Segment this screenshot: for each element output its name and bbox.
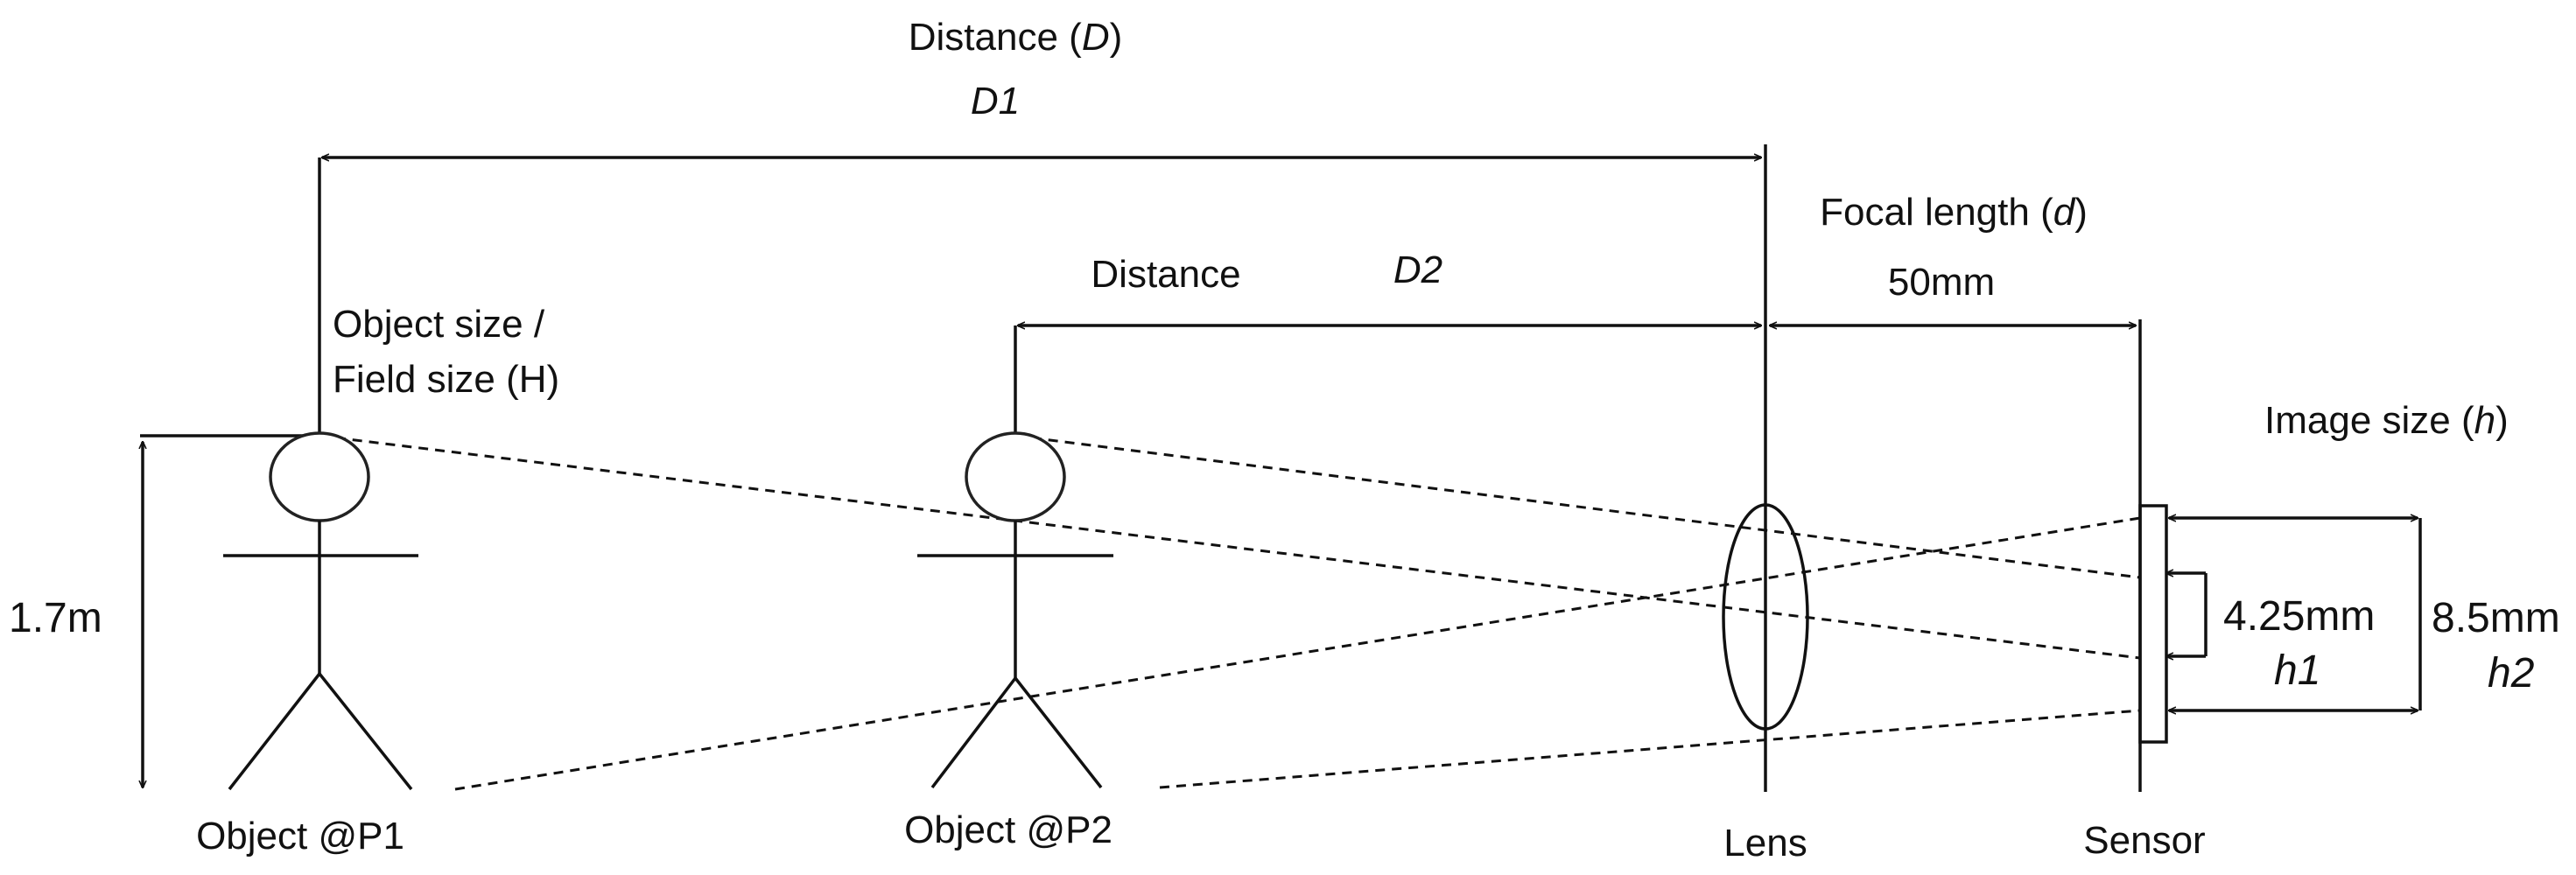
p2-left-leg [930, 676, 1017, 789]
object-p1-stick-figure [223, 431, 418, 791]
lens-label: Lens [1723, 822, 1807, 864]
ray-p1-top-to-sensor [319, 434, 2141, 660]
lens-ellipse [1722, 503, 1809, 731]
object-p1-label: Object @P1 [196, 815, 404, 858]
p2-right-leg [1014, 676, 1103, 789]
distance-label: Distance [1091, 253, 1240, 296]
height-value: 1.7m [9, 595, 102, 641]
h1-value: 4.25mm [2223, 593, 2375, 640]
focal-length-value: 50mm [1888, 261, 1995, 304]
ray-p2-top-to-sensor [1014, 434, 2141, 579]
ray-p1-bottom-to-sensor [454, 516, 2141, 791]
focal-length-label: Focal length (d) [1820, 191, 2088, 234]
distance-d-label: Distance (D) [909, 16, 1123, 59]
sensor-label: Sensor [2083, 819, 2205, 862]
h2-value: 8.5mm [2432, 595, 2560, 641]
object-size-label-line2: Field size (H) [333, 358, 559, 401]
p1-right-leg [318, 672, 413, 791]
p1-head [269, 431, 370, 522]
image-size-label: Image size (h) [2264, 399, 2509, 442]
ray-p2-bottom-to-sensor [1159, 709, 2141, 789]
d1-label: D1 [971, 80, 1020, 122]
object-p2-stick-figure [917, 431, 1113, 789]
sensor-plate [2138, 504, 2168, 744]
object-size-label-line1: Object size / [333, 303, 545, 346]
h2-label: h2 [2488, 650, 2534, 696]
d2-label: D2 [1393, 248, 1442, 291]
h1-label: h1 [2274, 648, 2320, 694]
p2-head [965, 431, 1066, 522]
object-p2-label: Object @P2 [904, 808, 1113, 851]
p1-left-leg [228, 672, 321, 791]
